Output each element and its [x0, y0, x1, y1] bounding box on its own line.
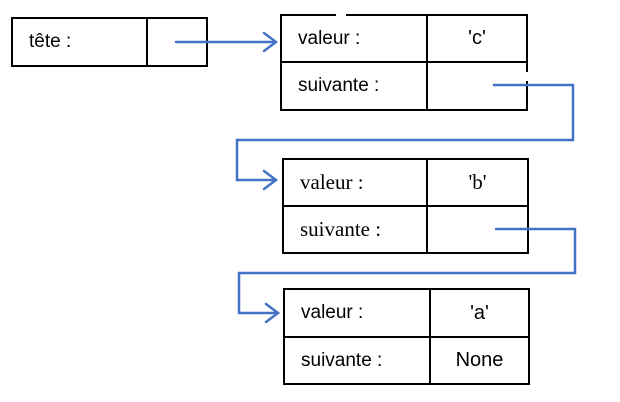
node-c-valeur-label: valeur :: [298, 27, 361, 49]
node-c-right-gap: [521, 72, 530, 81]
head-divider: [146, 19, 148, 65]
node-c-row-divider: [282, 61, 526, 63]
node-b-col-divider: [426, 160, 428, 252]
node-a-row-divider: [285, 336, 528, 338]
head-label: tête :: [29, 31, 72, 52]
node-a-suivante-label: suivante :: [301, 349, 383, 371]
node-a-col-divider: [429, 290, 431, 383]
node-b-row-divider: [284, 205, 527, 207]
arrow-c-to-b: [235, 83, 575, 191]
node-c-border-gap: [336, 12, 346, 18]
arrow-head-to-c: [174, 31, 279, 53]
node-a-suivante-value: None: [455, 349, 504, 371]
node-a: valeur : 'a' suivante : None: [283, 288, 530, 385]
node-b-valeur-value: 'b': [468, 170, 487, 194]
node-c-col-divider: [426, 16, 428, 109]
node-c-valeur-value: 'c': [468, 27, 486, 49]
node-a-valeur-value: 'a': [470, 301, 489, 324]
node-b: valeur : 'b' suivante :: [282, 158, 529, 254]
node-b-valeur-label: valeur :: [300, 170, 364, 194]
node-c-suivante-label: suivante :: [298, 75, 380, 96]
node-a-valeur-label: valeur :: [301, 302, 364, 323]
node-c: valeur : 'c' suivante :: [280, 14, 528, 111]
arrow-b-to-a: [237, 227, 577, 324]
node-b-suivante-label: suivante :: [300, 217, 382, 241]
